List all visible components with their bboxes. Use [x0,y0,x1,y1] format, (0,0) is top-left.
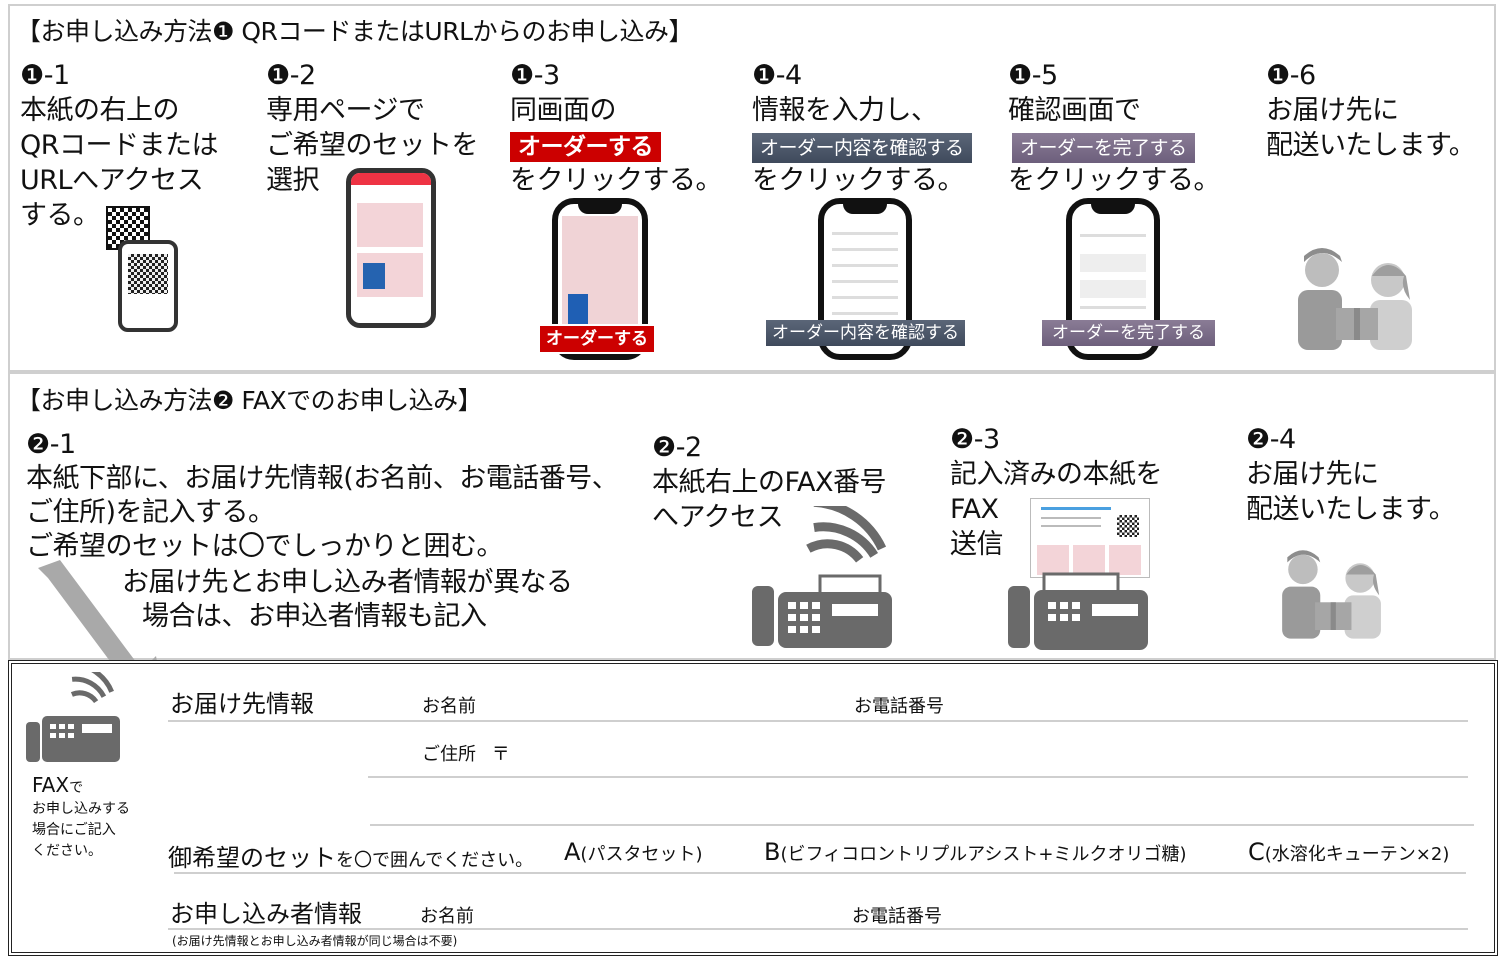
delivery-people-icon [1282,550,1381,639]
step-number: ❶-1 [20,60,70,91]
applicant-name-label: お名前 [420,906,474,927]
side-note-fax: FAX [32,773,70,797]
delivery-name-field[interactable] [168,720,1468,722]
delivery-info-heading: お届け先情報 [170,690,314,718]
side-note-line: 場合にご記入 [32,822,116,838]
step-text: 配送いたします。 [1246,494,1456,525]
step-2-1-note: お届け先とお申し込み者情報が異なる 場合は、お申込者情報も記入 [122,566,573,634]
step-number: ❷-1 [26,429,76,460]
fax-machine-icon [752,506,892,648]
fax-icon [26,672,120,762]
set-instruction: を〇で囲んでください。 [336,850,534,871]
phone-confirm-button: オーダー内容を確認する [766,320,965,346]
side-note-de: で [69,780,84,796]
step-text: お届け先に [1266,95,1399,126]
step-text: FAX [950,494,999,525]
step-text: をクリックする。 [752,165,964,196]
set-selection-line [174,872,1466,874]
option-letter: C [1248,838,1265,866]
step-text: 配送いたします。 [1266,130,1476,161]
method1-title: 【お申し込み方法❶ QRコードまたはURLからのお申し込み】 [16,17,694,46]
step-1-5: ❶-5 確認画面で オーダーを完了する をクリックする。 [1008,58,1221,198]
step-number: ❶-5 [1008,60,1058,91]
confirm-order-button-sample: オーダー内容を確認する [752,133,972,163]
step-text: 同画面の [510,95,617,126]
step-text: URLへアクセス [20,165,204,196]
delivery-address-field-2[interactable] [370,824,1474,826]
delivery-people-icon [1298,248,1412,350]
step-text: 本紙右上のFAX番号 [652,467,887,498]
step-text: ご希望のセットは〇でしっかりと囲む。 [26,531,504,562]
note-text: お届け先とお申し込み者情報が異なる [122,567,573,598]
step-number: ❷-3 [950,424,1000,455]
step-text: をクリックする。 [510,165,723,196]
option-letter: A [564,838,581,866]
delivery-address-label: ご住所 〒 [422,740,510,766]
note-text: 場合は、お申込者情報も記入 [142,601,487,632]
option-desc: (水溶化キューテン×2) [1264,844,1450,865]
fax-sending-icon [1008,572,1148,650]
step-text: 確認画面で [1008,95,1141,126]
step-1-4: ❶-4 情報を入力し、 オーダー内容を確認する をクリックする。 [752,58,972,198]
step-text: ご希望のセットを [266,130,479,161]
phone-in-hand-qr-illustration [118,240,178,332]
side-note-line: ください。 [32,843,102,859]
step-text: ご住所)を記入する。 [26,497,275,528]
delivery-name-label: お名前 [422,696,476,717]
step-number: ❶-4 [752,60,802,91]
step-2-2: ❷-2 本紙右上のFAX番号 へアクセス [652,430,887,535]
option-b[interactable]: B(ビフィコロントリプルアシスト+ミルクオリゴ糖) [764,838,1187,866]
option-c[interactable]: C(水溶化キューテン×2) [1248,838,1449,866]
step-1-3: ❶-3 同画面の オーダーする をクリックする。 [510,58,723,198]
step-text: 情報を入力し、 [752,95,938,126]
phone-complete-button: オーダーを完了する [1042,320,1215,346]
set-heading: 御希望のセット [168,844,336,872]
step-number: ❷-2 [652,432,702,463]
option-a[interactable]: A(パスタセット) [564,838,702,866]
fax-order-form: FAXで お申し込みする 場合にご記入 ください。 お届け先情報 お名前 お電話… [8,660,1498,956]
step-text: 本紙下部に、お届け先情報(お名前、お電話番号、 [26,463,619,494]
delivery-phone-label: お電話番号 [854,696,944,717]
set-selection-row: 御希望のセットを〇で囲んでください。 [168,838,533,873]
step-2-4: ❷-4 お届け先に 配送いたします。 [1246,422,1456,527]
step-text: をクリックする。 [1008,165,1221,196]
step-text: 送信 [950,529,1004,560]
step-1-1: ❶-1 本紙の右上の QRコードまたは URLへアクセス する。 [20,58,219,233]
step-number: ❶-3 [510,60,560,91]
step-number: ❶-2 [266,60,316,91]
step-text: お届け先に [1246,459,1379,490]
step-text: 本紙の右上の [20,95,180,126]
address-label-text: ご住所 [422,744,476,765]
step-text: 記入済みの本紙を [950,459,1163,490]
step-1-6: ❶-6 お届け先に 配送いたします。 [1266,58,1476,163]
postal-mark: 〒 [491,744,510,765]
applicant-phone-label: お電話番号 [852,906,942,927]
step-1-2: ❶-2 専用ページで ご希望のセットを 選択 [266,58,479,198]
step-text: QRコードまたは [20,130,219,161]
phone-order-button: オーダーする [538,324,656,354]
step-text: 専用ページで [266,95,425,126]
applicant-note: (お届け先情報とお申し込み者情報が同じ場合は不要) [172,934,458,948]
applicant-field[interactable] [168,928,1468,930]
step-text: へアクセス [652,502,784,533]
phone-product-page-illustration [346,168,436,328]
step-text: する。 [20,200,100,231]
step-number: ❶-6 [1266,60,1316,91]
method1-panel [8,4,1496,372]
side-note-line: お申し込みする [32,801,130,817]
method2-title: 【お申し込み方法❷ FAXでのお申し込み】 [16,386,483,415]
step-2-3: ❷-3 記入済みの本紙を FAX 送信 [950,422,1163,562]
option-desc: (ビフィコロントリプルアシスト+ミルクオリゴ糖) [780,844,1187,865]
option-letter: B [764,838,781,866]
step-text: 選択 [266,165,320,196]
complete-order-button-sample: オーダーを完了する [1012,133,1195,163]
order-button-sample: オーダーする [510,132,661,162]
step-2-1: ❷-1 本紙下部に、お届け先情報(お名前、お電話番号、 ご住所)を記入する。 ご… [26,428,619,564]
delivery-address-field-1[interactable] [368,776,1468,778]
step-number: ❷-4 [1246,424,1296,455]
option-desc: (パスタセット) [580,844,703,865]
applicant-info-heading: お申し込み者情報 [170,900,362,928]
fax-side-note: FAXで お申し込みする 場合にご記入 ください。 [32,773,130,861]
order-sheet-thumbnail [1030,498,1150,578]
